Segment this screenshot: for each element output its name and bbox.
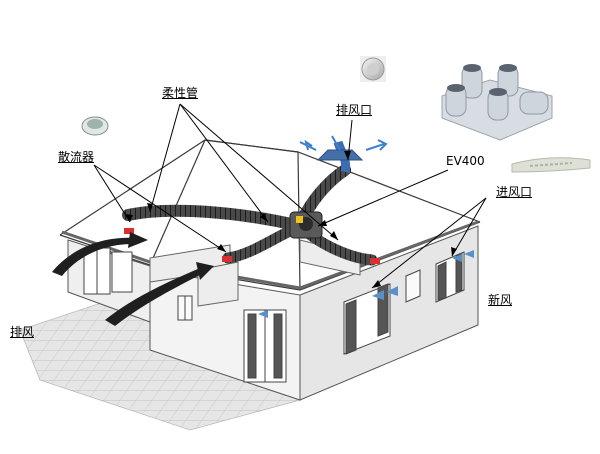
fresh-air-markers [258,250,474,318]
label-exhaust-outlet: 排风口 [336,103,373,117]
label-ev400: EV400 [446,154,485,168]
callout-lines [93,103,487,289]
exhaust-arrows [52,232,214,326]
flex-ducts [122,164,378,266]
diffusers [124,228,380,264]
diffuser-icon [81,116,109,136]
roof-cap [299,135,388,161]
ev400-unit [289,211,323,239]
grille-icon [511,157,591,173]
label-diffuser: 散流器 [58,150,95,164]
label-flex-duct: 柔性管 [162,86,199,100]
manifold-icon [441,64,553,141]
label-supply-inlet: 进风口 [496,185,533,199]
roof-cap-icon [360,56,386,82]
callout-arrowheads [125,151,457,288]
inner-walls [149,239,361,307]
label-exhaust-air: 排风 [10,325,35,339]
windows [83,247,465,383]
label-fresh-air: 新风 [488,293,513,307]
